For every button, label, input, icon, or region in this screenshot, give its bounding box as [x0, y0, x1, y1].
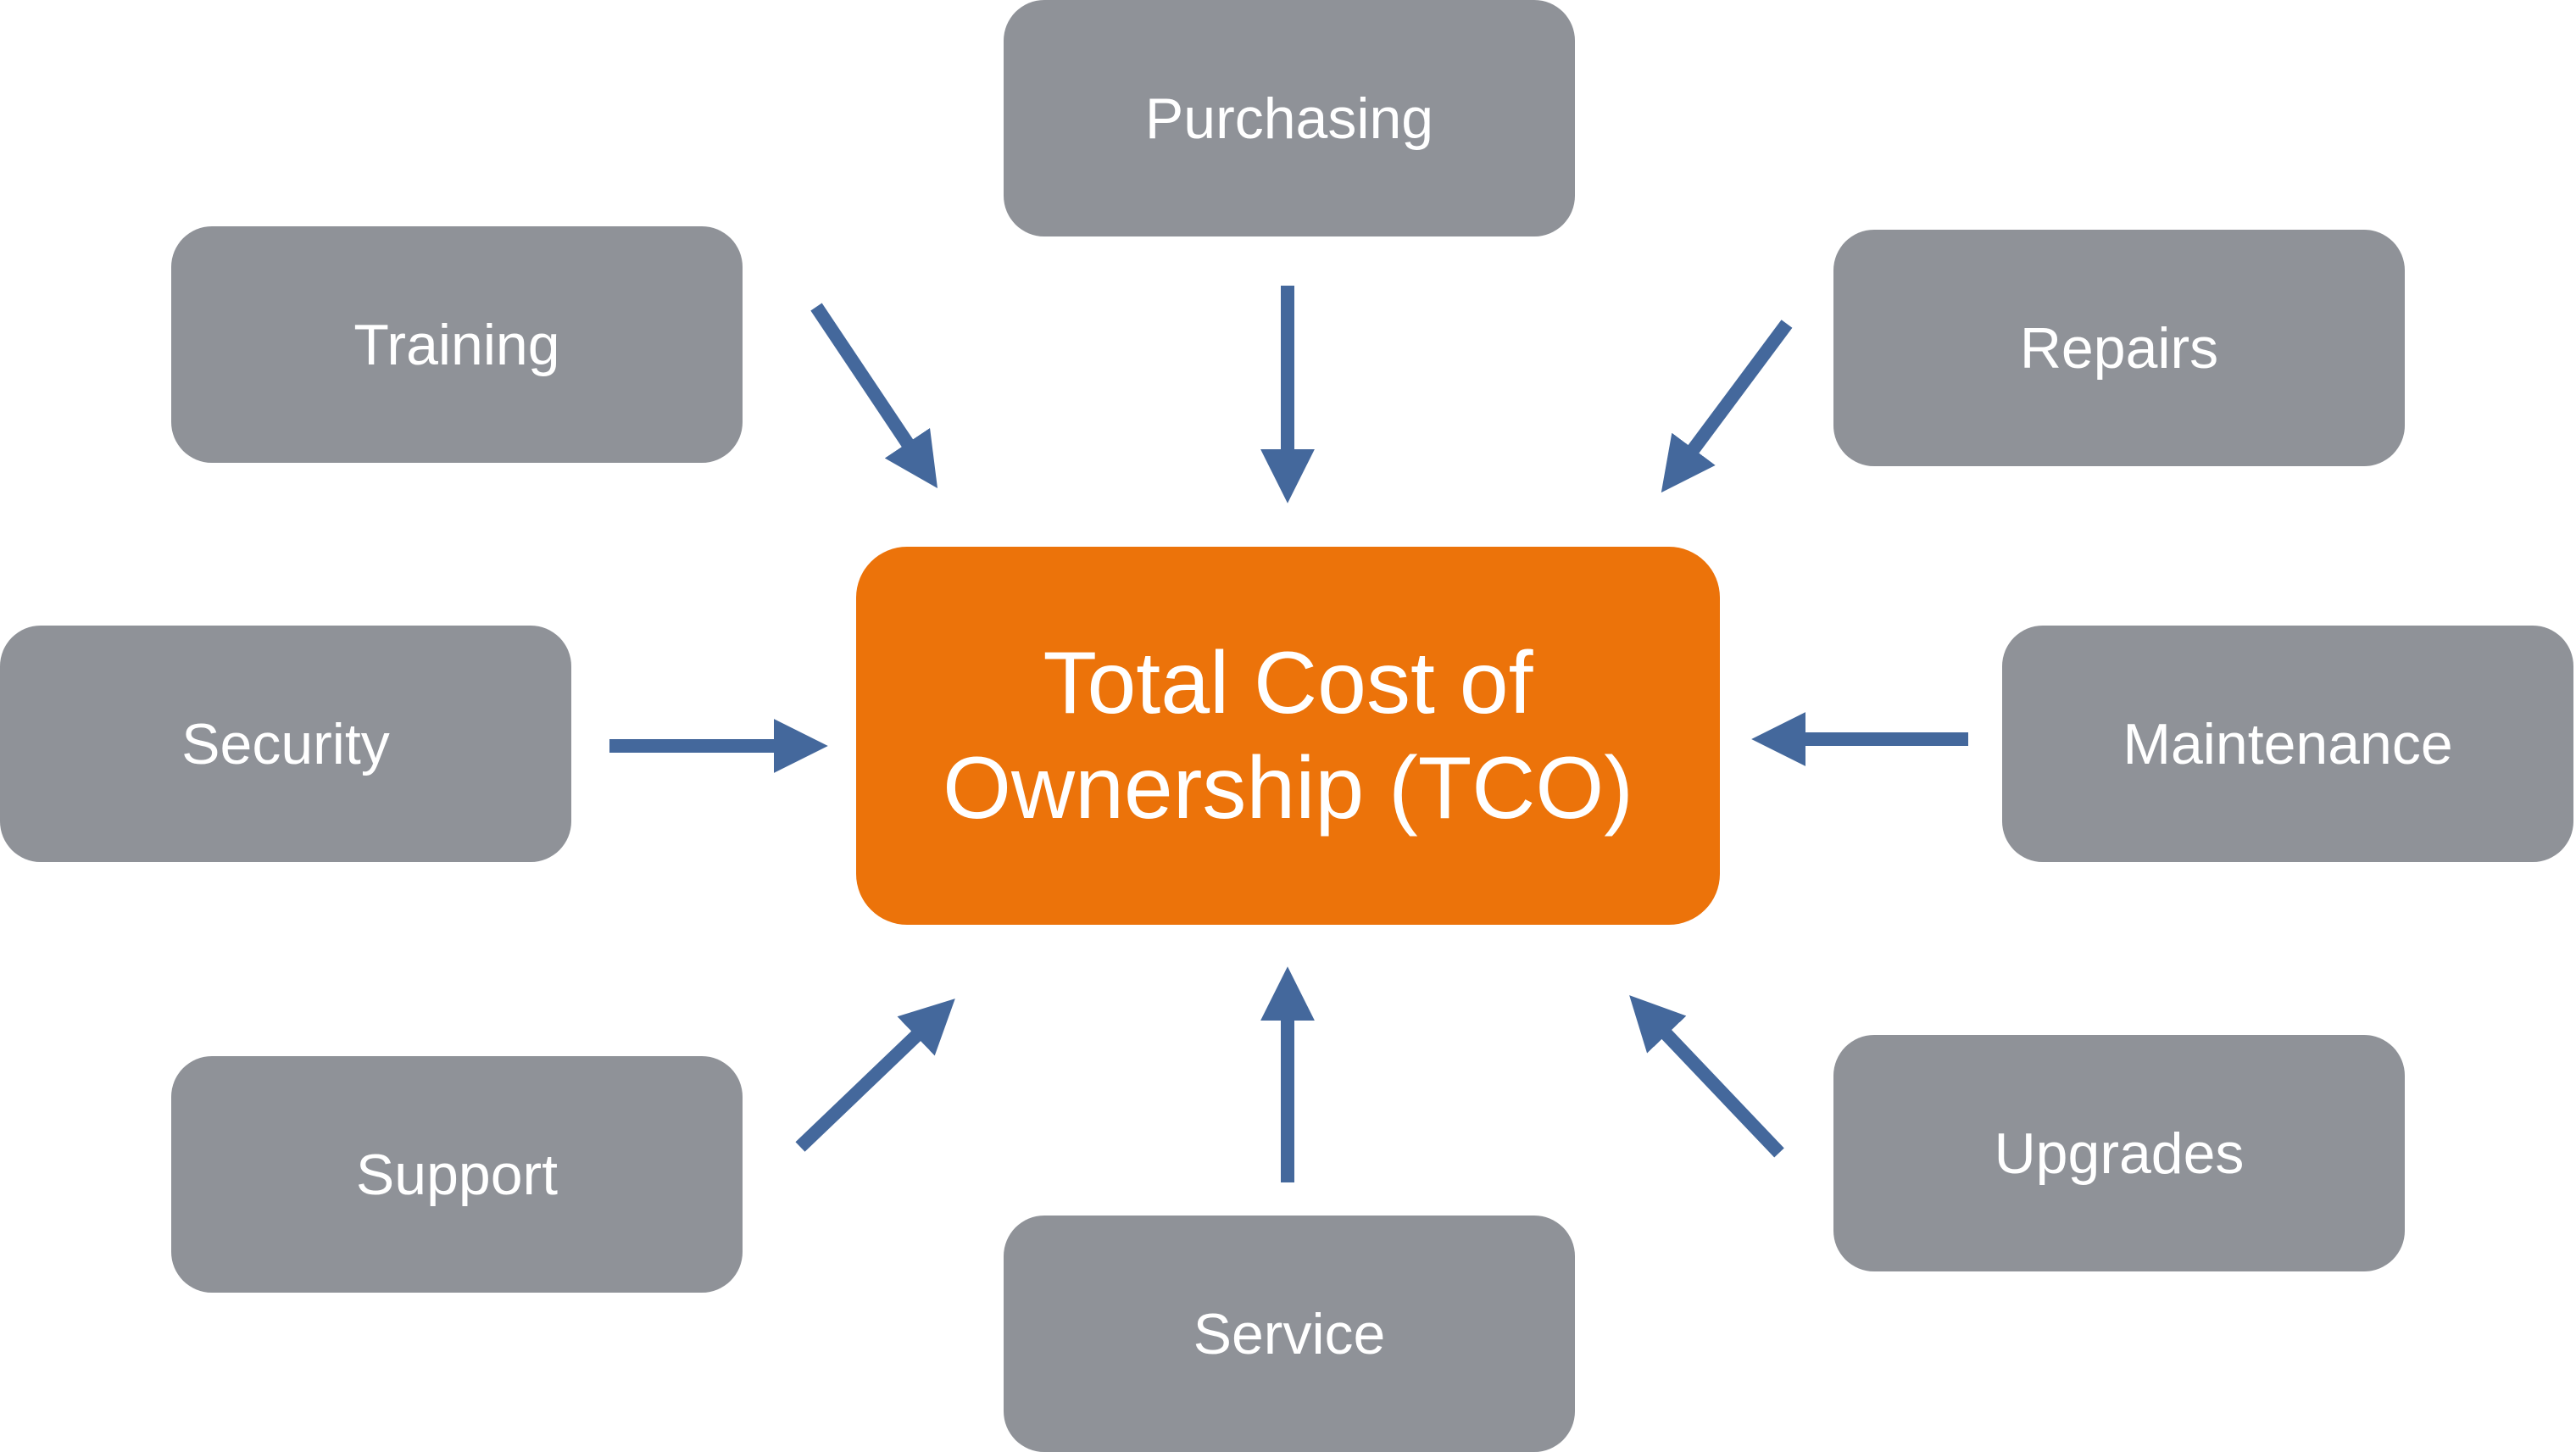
arrow-support	[795, 999, 955, 1152]
factor-label: Purchasing	[1144, 86, 1434, 151]
factor-training: Training	[171, 226, 743, 463]
tco-label: Total Cost of Ownership (TCO)	[943, 634, 1633, 837]
factor-support: Support	[171, 1056, 743, 1293]
arrow-upgrades	[1629, 995, 1784, 1158]
factor-maintenance: Maintenance	[2002, 626, 2573, 862]
factor-label: Training	[353, 312, 560, 377]
factor-label: Service	[1193, 1301, 1386, 1366]
arrow-repairs	[1661, 320, 1793, 493]
factor-purchasing: Purchasing	[1004, 0, 1575, 236]
factor-label: Repairs	[2019, 315, 2219, 381]
tco-center-box: Total Cost of Ownership (TCO)	[856, 547, 1720, 925]
factor-service: Service	[1004, 1216, 1575, 1452]
factor-label: Security	[181, 711, 390, 776]
factor-label: Maintenance	[2123, 711, 2453, 776]
factor-label: Upgrades	[1994, 1121, 2245, 1186]
factor-security: Security	[0, 626, 571, 862]
factor-upgrades: Upgrades	[1833, 1035, 2405, 1271]
arrow-training	[810, 303, 938, 488]
factor-repairs: Repairs	[1833, 230, 2405, 466]
factor-label: Support	[355, 1142, 559, 1207]
